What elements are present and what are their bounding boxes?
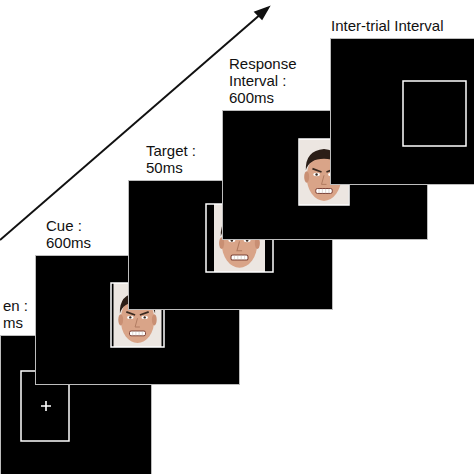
stimulus-screen: Inter-trial Interval	[330, 38, 474, 185]
inter-trial-screen	[331, 39, 474, 186]
phase-label: Target : 50ms	[146, 142, 208, 176]
phase-label: Cue : 600ms	[46, 217, 98, 251]
phase-label: Response Interval : 600ms	[229, 55, 309, 106]
phase-label: Inter-trial Interval	[331, 17, 444, 34]
phase-label: en : ms	[3, 297, 35, 331]
